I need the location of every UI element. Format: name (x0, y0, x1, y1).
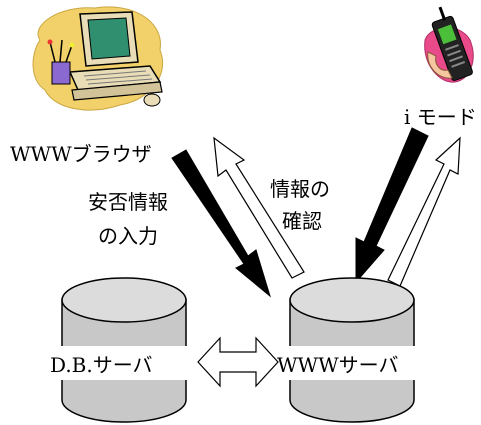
sync-double-arrow (197, 336, 279, 388)
imode-label: i モード (404, 105, 477, 129)
input-label-line2: の入力 (98, 224, 158, 248)
db-server-label: D.B.サーバ (50, 353, 153, 377)
www-server-label: WWWサーバ (277, 353, 398, 377)
imode-confirm-arrow-hollow (387, 136, 461, 287)
browser-label: WWWブラウザ (10, 142, 152, 166)
desktop-computer-icon (32, 6, 164, 111)
mobile-phone-icon (424, 6, 474, 83)
input-arrow-solid (171, 149, 271, 298)
confirm-label-line2: 確認 (282, 209, 322, 233)
www-server-label-bg (274, 346, 436, 380)
confirm-label-line1: 情報の (270, 177, 330, 201)
db-server-label-bg (46, 346, 202, 380)
imode-input-arrow-solid (355, 127, 429, 284)
confirm-arrow-hollow (213, 136, 305, 279)
input-label-line1: 安否情報 (88, 190, 168, 214)
